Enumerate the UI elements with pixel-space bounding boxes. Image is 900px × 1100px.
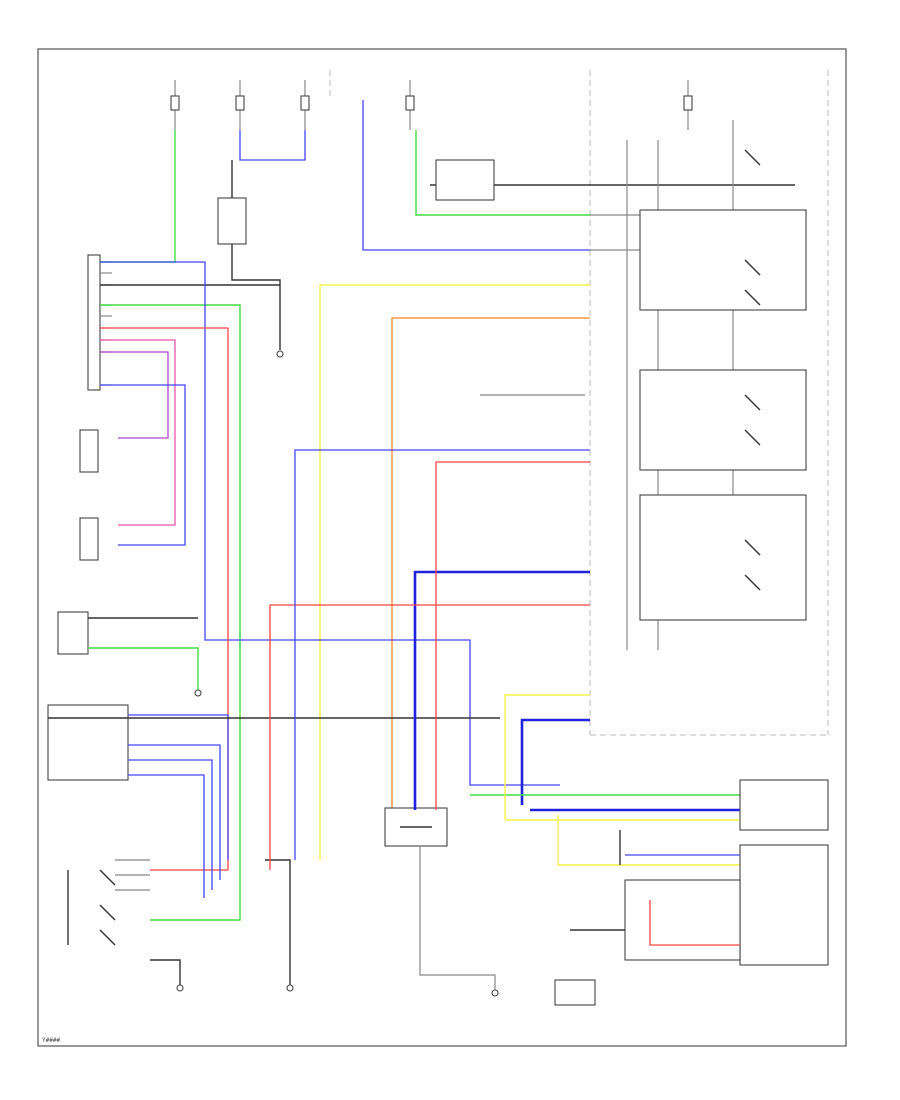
fan-relay-3	[639, 494, 807, 621]
wire-red-fan	[269, 604, 590, 870]
ac-pressure-switch	[554, 979, 596, 1006]
fan-relay-1	[639, 209, 807, 311]
wire-red-cu	[100, 327, 229, 871]
wire-blue-bundle-2	[520, 718, 590, 805]
engine-control-module	[739, 779, 829, 831]
wire-blue-fan-2	[294, 449, 590, 860]
connector-pins	[100, 261, 112, 386]
wire-pink-cu	[100, 339, 176, 526]
wire-yellow-loop	[504, 694, 590, 820]
diagram-border	[37, 48, 847, 1047]
ground-point-2	[194, 689, 202, 697]
fan-relay-2	[639, 369, 807, 471]
ground-point-1	[276, 350, 284, 358]
fuse-group-top-left	[170, 80, 693, 130]
diagram-code: Y####	[42, 1037, 60, 1044]
powertrain-control-module	[739, 844, 829, 966]
relay-switch-contacts	[744, 149, 761, 591]
wire-black-fan-ground	[150, 959, 181, 985]
wire-blue-resistor-1	[128, 714, 229, 860]
pressure-sensor-box	[624, 879, 741, 961]
recirc-relay	[435, 159, 495, 201]
wire-black-blower	[265, 859, 291, 985]
wire-blue-top-long	[362, 100, 590, 251]
wire-red-pcm	[649, 900, 740, 946]
solar-sensor	[57, 611, 89, 655]
wire-blue-bundle-1	[413, 570, 590, 810]
wire-green-cu	[100, 304, 241, 921]
temperature-sensor	[79, 517, 99, 561]
wire-red-fan-2	[435, 461, 590, 810]
fan-switch	[67, 859, 150, 946]
blower-motor-resistor	[47, 704, 129, 781]
wire-relay-out	[231, 244, 281, 350]
ground-point-4	[286, 984, 294, 992]
wire-green-sensor	[88, 647, 199, 690]
blower-motor-relay	[217, 197, 247, 245]
climate-control-unit	[87, 254, 101, 391]
wire-yellow-top	[319, 284, 590, 860]
wire-gray-clutch	[419, 846, 496, 990]
wire-orange	[391, 317, 590, 810]
wire-blue-resistor-4	[128, 774, 205, 898]
wire-purple-cu	[100, 351, 169, 439]
wire-blue-cu-2	[100, 384, 186, 546]
evaporator-sensor	[79, 429, 99, 473]
wire-blue-resistor-2	[128, 744, 221, 880]
wire-yellow-ecm	[557, 815, 740, 866]
wire-green-fuse-feed	[96, 130, 176, 263]
wire-blue-resistor-3	[128, 759, 213, 890]
wire-blue-cu-1	[100, 261, 560, 786]
ground-point-3	[176, 984, 184, 992]
wire-green-recirc	[415, 130, 590, 216]
ground-point-5	[491, 989, 499, 997]
wire-blue-fuse-link	[239, 130, 306, 161]
